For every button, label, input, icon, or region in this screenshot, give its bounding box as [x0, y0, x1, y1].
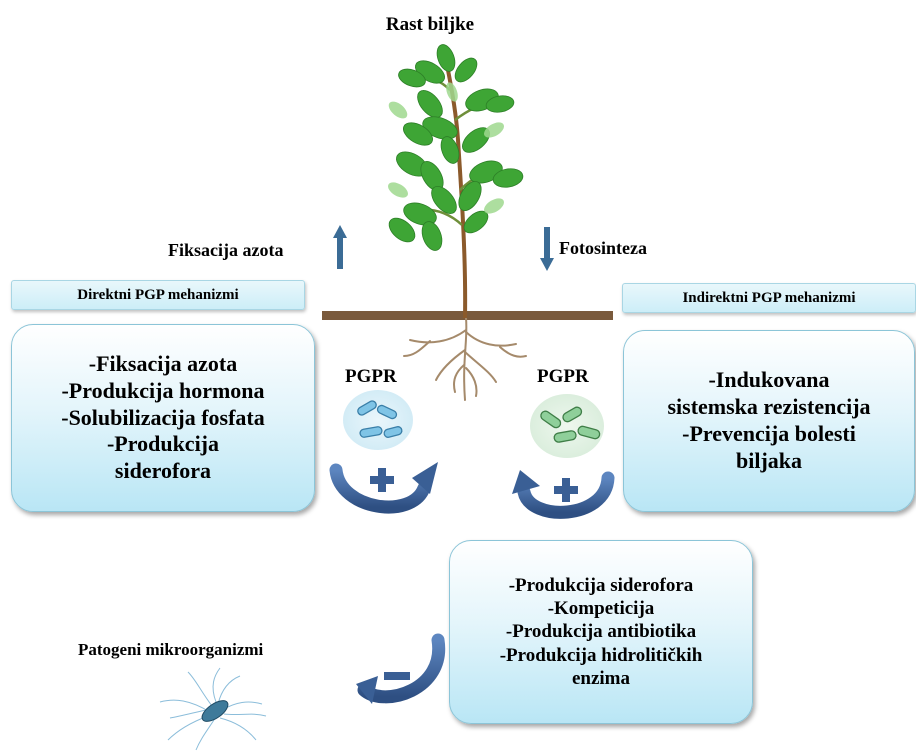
- list-item: biljaka: [735, 447, 803, 473]
- list-item: siderofora: [114, 458, 212, 484]
- list-item: -Produkcija hormona: [61, 377, 265, 403]
- indirect-mechanisms-box: -Indukovana sistemska rezistencija -Prev…: [623, 330, 915, 512]
- right-arrow-label: Fotosinteza: [559, 238, 647, 258]
- list-item: -Solubilizacija fosfata: [61, 404, 265, 430]
- plant-icon: [388, 44, 527, 401]
- list-item: -Produkcija: [106, 431, 220, 457]
- curved-arrow-minus: [356, 633, 446, 704]
- minus-icon: [384, 672, 410, 680]
- pgpr-label-left: PGPR: [345, 366, 397, 387]
- biocontrol-mechanisms-box: -Produkcija siderofora -Kompeticija -Pro…: [449, 540, 753, 724]
- curved-arrow-left: [329, 462, 438, 514]
- bacteria-icon: [530, 394, 604, 458]
- pgpr-label-right: PGPR: [537, 366, 589, 387]
- list-item: sistemska rezistencija: [667, 394, 871, 420]
- pathogen-label: Patogeni mikroorganizmi: [78, 640, 264, 659]
- diagram-title: Rast biljke: [385, 14, 475, 35]
- list-item: -Prevencija bolesti: [682, 421, 856, 446]
- list-item: -Indukovana: [708, 367, 830, 393]
- up-arrow-icon: [333, 225, 347, 269]
- list-item: -Produkcija siderofora: [508, 575, 694, 597]
- indirect-mechanisms-header: Indirektni PGP mehanizmi: [622, 283, 916, 313]
- list-item: -Produkcija antibiotika: [505, 621, 697, 643]
- list-item: -Fiksacija azota: [88, 350, 238, 376]
- list-item: -Kompeticija: [547, 598, 655, 620]
- direct-mechanisms-header: Direktni PGP mehanizmi: [11, 280, 305, 310]
- down-arrow-icon: [540, 227, 554, 271]
- bacteria-icon: [343, 390, 413, 450]
- curved-arrow-right: [512, 470, 615, 519]
- list-item: -Produkcija hidrolitičkih: [499, 644, 703, 666]
- direct-mechanisms-box: -Fiksacija azota -Produkcija hormona -So…: [11, 324, 315, 512]
- list-item: enzima: [571, 667, 631, 689]
- plus-icon: [554, 478, 578, 502]
- plus-icon: [370, 468, 394, 492]
- ground-line: [322, 311, 613, 320]
- left-arrow-label: Fiksacija azota: [168, 240, 284, 260]
- pathogen-icon: [159, 667, 267, 751]
